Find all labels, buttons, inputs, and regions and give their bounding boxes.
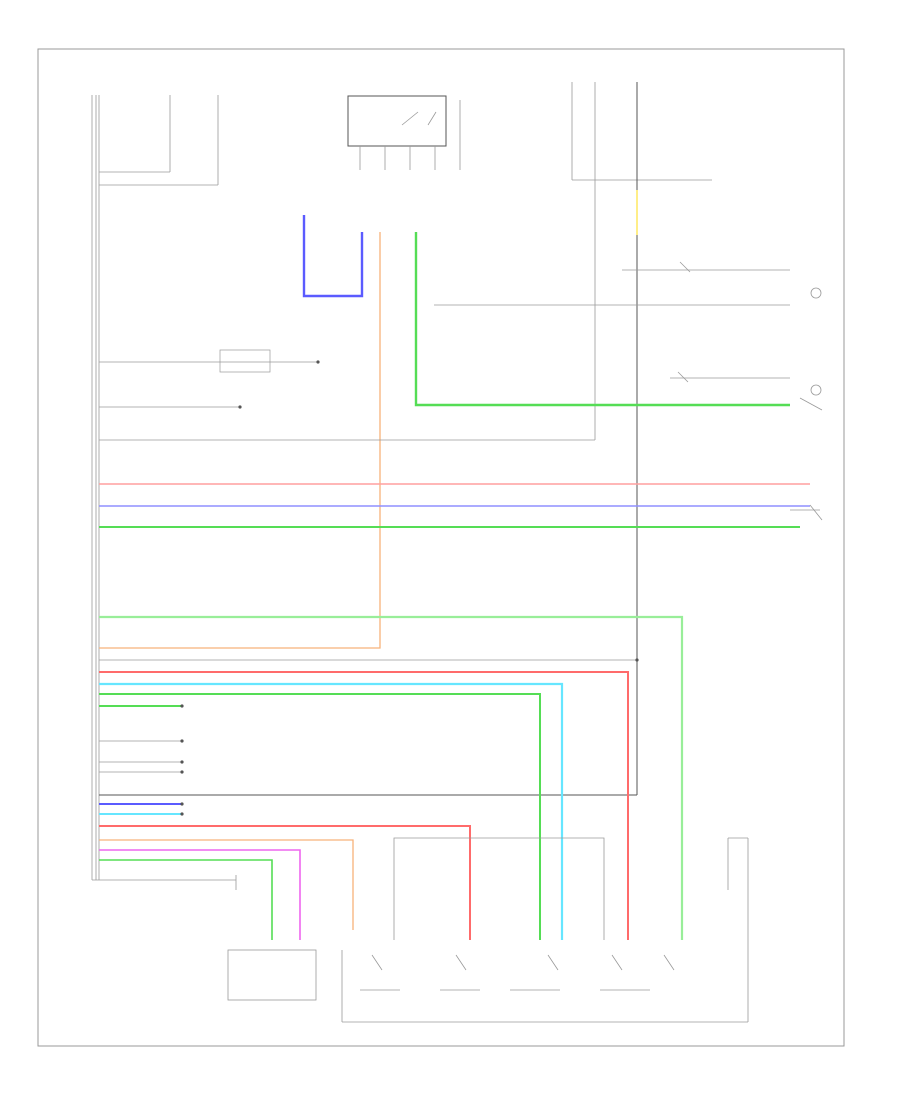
wire-orange	[99, 232, 381, 649]
wire-blue-relay	[302, 215, 364, 298]
wire-green-right	[99, 615, 684, 940]
right-door-switch	[434, 261, 822, 306]
fuse-feeds-right	[571, 82, 712, 795]
left-door-switch	[670, 371, 822, 396]
right-lower-module	[790, 397, 823, 521]
fuse-feeds-left	[99, 95, 219, 186]
diagram-frame	[37, 48, 845, 1047]
wire-green-relay	[414, 232, 790, 407]
wire-orange-lower	[99, 839, 354, 930]
main-module-connector	[91, 95, 237, 890]
interior-wires	[99, 349, 595, 441]
relay-box	[347, 95, 461, 170]
bottom-switches	[227, 837, 749, 1023]
connector-dots	[180, 360, 639, 816]
lower-bus	[99, 659, 637, 940]
